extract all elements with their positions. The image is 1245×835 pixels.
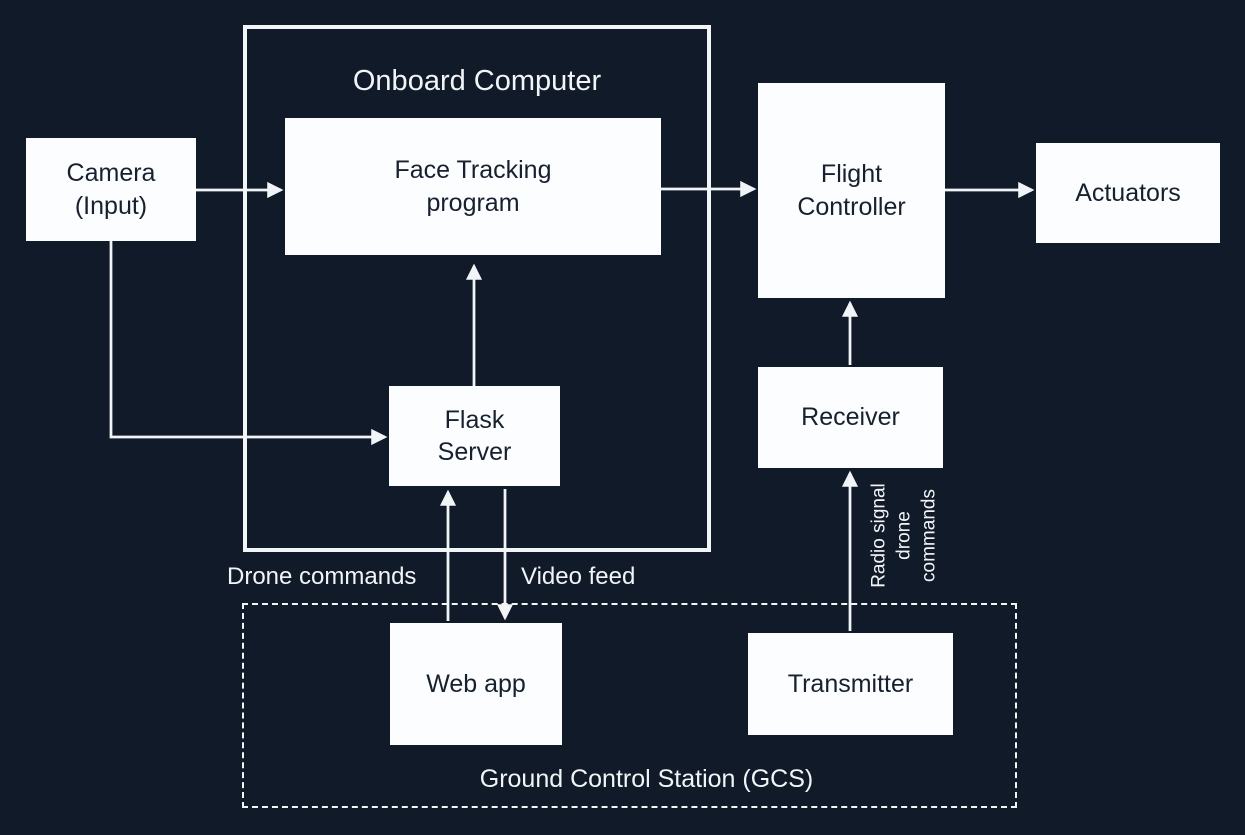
node-face-tracking-program: Face Tracking program: [285, 118, 661, 255]
onboard-computer-label: Onboard Computer: [352, 65, 602, 97]
arrow-camera-to-flask-server: [109, 241, 388, 446]
edge-label-drone-commands: Drone commands: [227, 563, 417, 590]
node-receiver: Receiver: [758, 367, 943, 468]
ground-control-station-label: Ground Control Station (GCS): [479, 765, 814, 793]
edge-label-video-feed: Video feed: [521, 563, 636, 590]
node-camera-input: Camera (Input): [26, 138, 196, 241]
node-actuators: Actuators: [1036, 143, 1220, 243]
onboard-computer-container: Onboard Computer: [243, 25, 711, 552]
node-web-app: Web app: [390, 623, 562, 745]
ground-control-station-container: Ground Control Station (GCS): [242, 603, 1017, 808]
node-flask-server: Flask Server: [389, 386, 560, 486]
node-transmitter: Transmitter: [748, 633, 953, 735]
edge-label-radio-signal-drone-commands: Radio signal drone commands: [868, 483, 940, 588]
node-flight-controller: Flight Controller: [758, 83, 945, 298]
